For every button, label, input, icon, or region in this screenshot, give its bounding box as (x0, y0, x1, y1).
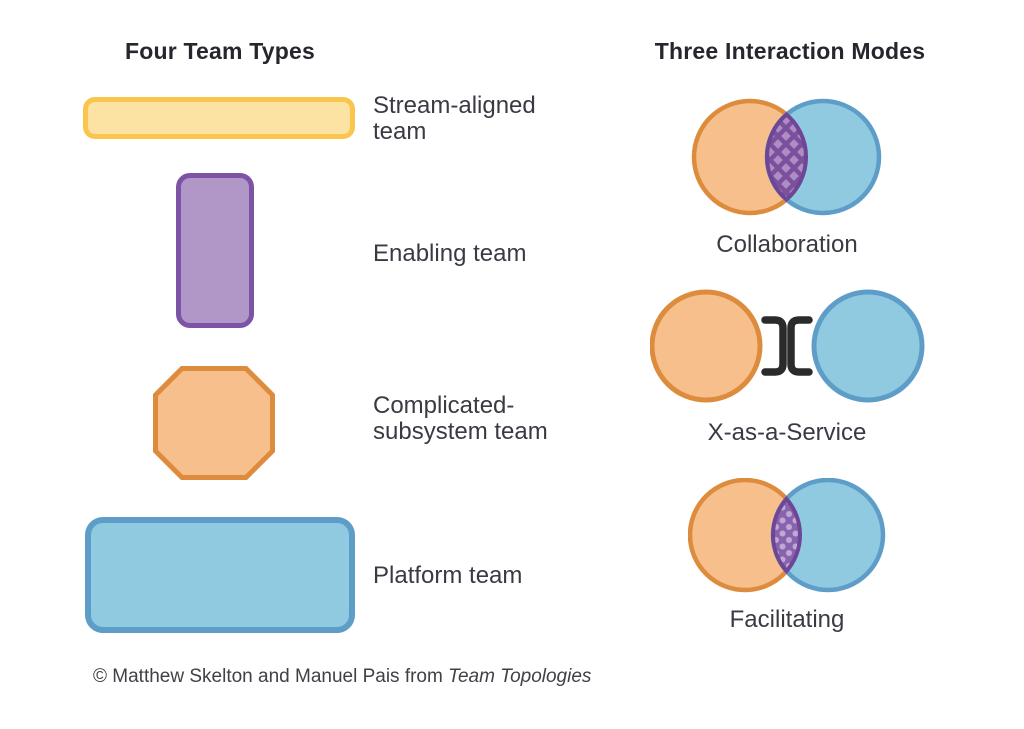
orange-circle (650, 289, 763, 403)
complicated-subsystem-team-label: Complicated- subsystem team (373, 392, 548, 445)
crosshatch-overlap-lens (764, 111, 809, 203)
stream-aligned-team-shape (83, 97, 355, 139)
copyright-line: © Matthew Skelton and Manuel Pais from T… (93, 666, 591, 688)
platform-team-shape (85, 517, 355, 633)
x-as-a-service-figure (650, 289, 925, 403)
copyright-text: © Matthew Skelton and Manuel Pais from (93, 666, 449, 687)
complicated-subsystem-team-shape (153, 366, 275, 480)
enabling-team-label: Enabling team (373, 240, 527, 267)
enabling-team-shape (176, 173, 254, 328)
facilitating-label: Facilitating (729, 606, 845, 633)
four-team-types-title: Four Team Types (124, 38, 316, 64)
book-title: Team Topologies (448, 666, 592, 687)
bracket-interface-icon (761, 316, 813, 376)
x-as-a-service-label: X-as-a-Service (707, 419, 867, 446)
platform-team-label: Platform team (373, 562, 523, 589)
dotted-overlap-lens (771, 495, 802, 575)
collaboration-label: Collaboration (716, 231, 858, 258)
collaboration-venn (691, 98, 882, 216)
facilitating-venn (688, 478, 886, 593)
blue-circle (811, 289, 925, 403)
stream-aligned-team-label: Stream-aligned team (373, 92, 536, 145)
three-interaction-modes-title: Three Interaction Modes (654, 38, 926, 64)
octagon-shape (153, 366, 275, 480)
